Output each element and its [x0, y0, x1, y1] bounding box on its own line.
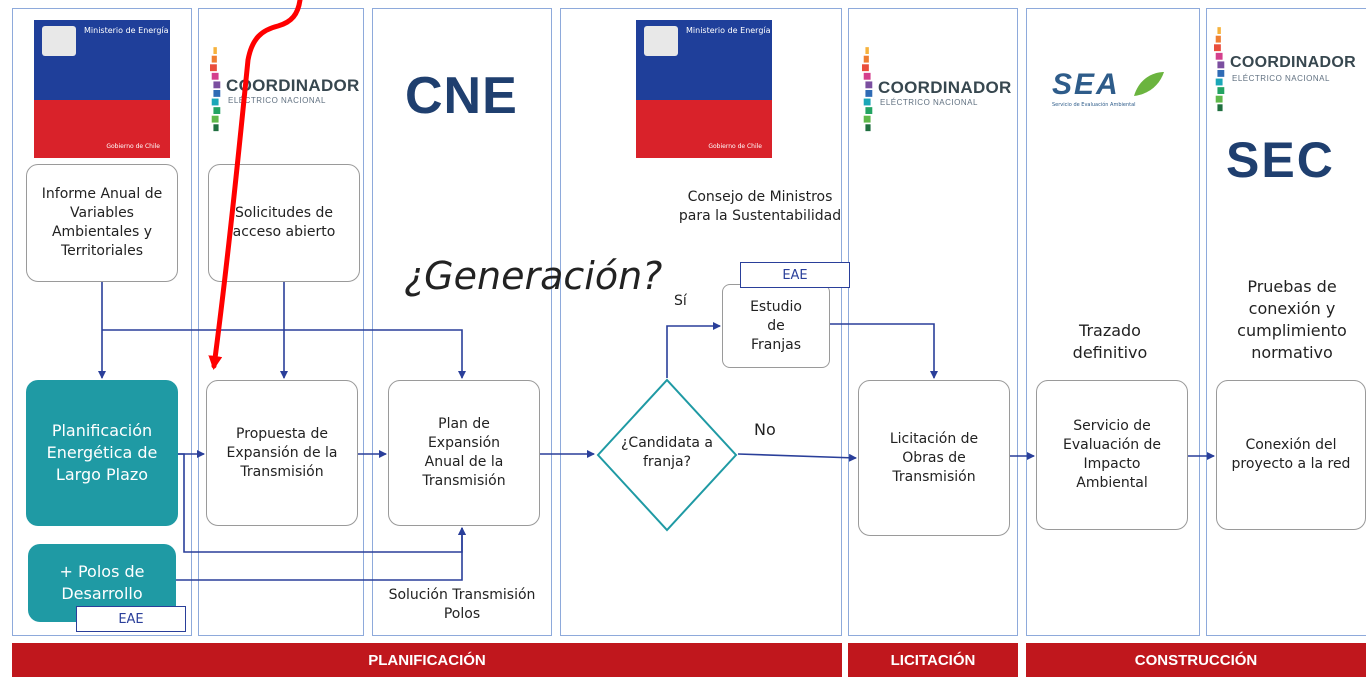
sec-logo: SEC: [1226, 134, 1335, 186]
candidata-diamond: [596, 378, 738, 532]
pruebas-conexion-label: Pruebas de conexión y cumplimiento norma…: [1237, 277, 1347, 362]
ministerio-energia-logo-2: Ministerio de Energía Gobierno de Chile: [636, 20, 772, 158]
ministerio-logo-text-2: Ministerio de Energía: [686, 26, 771, 35]
coordinador-subtitle: ELÉCTRICO NACIONAL: [228, 96, 326, 105]
ministerio-logo-gob-2: Gobierno de Chile: [708, 143, 762, 150]
conexion-proyecto-text: Conexión del proyecto a la red: [1231, 437, 1351, 472]
column-sea: [1026, 8, 1200, 636]
ministerio-energia-logo: Ministerio de Energía Gobierno de Chile: [34, 20, 170, 158]
sea-logo-subtitle: Servicio de Evaluación Ambiental: [1052, 102, 1136, 108]
trazado-definitivo-label: Trazado definitivo: [1072, 321, 1148, 362]
column-coordinador: [198, 8, 364, 636]
sea-logo-text: SEA: [1052, 68, 1120, 101]
column-cne: [372, 8, 552, 636]
coordinador-subtitle-2: ELÉCTRICO NACIONAL: [880, 98, 978, 107]
coordinador-subtitle-3: ELÉCTRICO NACIONAL: [1232, 74, 1330, 83]
sec-logo-text: SEC: [1226, 132, 1335, 188]
ministerio-logo-text: Ministerio de Energía: [84, 26, 169, 35]
informe-anual-text: Informe Anual de Variables Ambientales y…: [41, 186, 163, 259]
licitacion-obras-box: Licitación de Obras de Transmisión: [858, 380, 1010, 536]
plan-expansion-text: Plan de Expansión Anual de la Transmisió…: [422, 416, 506, 489]
ministerio-logo-gob: Gobierno de Chile: [106, 143, 160, 150]
coordinador-title-2: COORDINADOR: [878, 78, 1012, 97]
propuesta-expansion-text: Propuesta de Expansión de la Transmisión: [226, 425, 338, 480]
planificacion-energetica-box: Planificación Energética de Largo Plazo: [26, 380, 178, 526]
servicio-evaluacion-box: Servicio de Evaluación de Impacto Ambien…: [1036, 380, 1188, 530]
eae-badge-polos: EAE: [76, 606, 186, 632]
coordinador-logo-1: COORDINADOR ELÉCTRICO NACIONAL: [206, 40, 366, 140]
eae-badge-estudio: EAE: [740, 262, 850, 288]
candidata-text-wrap: ¿Candidata a franja?: [612, 420, 722, 486]
cne-logo: CNE: [405, 70, 518, 122]
phase-planificacion: PLANIFICACIÓN: [12, 643, 842, 677]
plan-expansion-box: Plan de Expansión Anual de la Transmisió…: [388, 380, 540, 526]
estudio-franjas-box: Estudio de Franjas: [722, 284, 830, 368]
red-highlight-arrow: [208, 0, 303, 370]
cne-logo-text: CNE: [405, 67, 518, 125]
phase-licitacion: LICITACIÓN: [848, 643, 1018, 677]
no-label: No: [754, 420, 776, 439]
si-label: Sí: [674, 293, 687, 309]
consejo-ministros-label: Consejo de Ministros para la Sustentabil…: [678, 189, 842, 224]
solicitudes-text: Solicitudes de acceso abierto: [232, 205, 336, 240]
propuesta-expansion-box: Propuesta de Expansión de la Transmisión: [206, 380, 358, 526]
solucion-transmision-label: Solución Transmisión Polos: [388, 587, 536, 622]
estudio-franjas-text: Estudio de Franjas: [750, 298, 802, 353]
phase-construccion: CONSTRUCCIÓN: [1026, 643, 1366, 677]
informe-anual-box: Informe Anual de Variables Ambientales y…: [26, 164, 178, 282]
coordinador-title: COORDINADOR: [226, 76, 360, 95]
coordinador-title-3: COORDINADOR: [1230, 54, 1356, 71]
licitacion-obras-text: Licitación de Obras de Transmisión: [889, 430, 979, 485]
sea-logo: SEA Servicio de Evaluación Ambiental: [1052, 68, 1176, 112]
column-sec: [1206, 8, 1366, 636]
servicio-evaluacion-text: Servicio de Evaluación de Impacto Ambien…: [1062, 418, 1162, 491]
polos-desarrollo-text: + Polos de Desarrollo: [59, 562, 145, 603]
candidata-text: ¿Candidata a franja?: [621, 435, 713, 470]
planificacion-energetica-text: Planificación Energética de Largo Plazo: [46, 421, 158, 484]
conexion-proyecto-box: Conexión del proyecto a la red: [1216, 380, 1366, 530]
coordinador-logo-2: COORDINADOR ELÉCTRICO NACIONAL: [858, 40, 1018, 140]
coordinador-logo-3: COORDINADOR ELÉCTRICO NACIONAL: [1210, 20, 1366, 120]
generacion-label: ¿Generación?: [404, 254, 663, 298]
